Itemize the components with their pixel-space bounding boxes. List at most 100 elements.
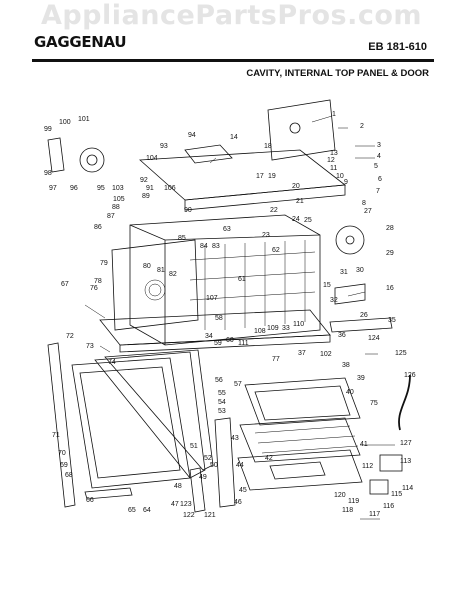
callout: 73: [86, 343, 94, 350]
callout: 127: [400, 440, 412, 447]
callout: 40: [346, 389, 354, 396]
callout: 48: [174, 483, 182, 490]
baking-tray: [237, 449, 363, 491]
side-panel: [111, 239, 199, 331]
callout: 89: [142, 193, 150, 200]
callout: 106: [164, 185, 176, 192]
callout: 116: [383, 503, 394, 510]
callout: 123: [180, 501, 192, 508]
diagram-subtitle: CAVITY, INTERNAL TOP PANEL & DOOR: [246, 68, 429, 79]
top-plate: [267, 99, 336, 161]
callout: 114: [402, 485, 413, 492]
callout: 66: [86, 497, 94, 504]
callout: 91: [146, 185, 154, 192]
callout: 52: [204, 455, 212, 462]
callout: 53: [218, 408, 226, 415]
callout: 61: [238, 276, 246, 283]
callout: 58: [215, 315, 223, 322]
callout: 30: [356, 267, 364, 274]
callout: 20: [292, 183, 300, 190]
callout: 105: [113, 196, 125, 203]
callout: 22: [270, 207, 278, 214]
callout: 39: [357, 375, 365, 382]
callout: 124: [368, 335, 380, 342]
callout: 34: [205, 333, 213, 340]
callout: 71: [52, 432, 60, 439]
callout: 63: [223, 226, 231, 233]
callout: 68: [65, 472, 73, 479]
callout: 90: [184, 207, 192, 214]
callout: 36: [338, 332, 346, 339]
top-panel: [139, 149, 347, 201]
callout: 25: [304, 217, 312, 224]
callout: 54: [218, 399, 226, 406]
callout: 35: [388, 317, 396, 324]
watermark: AppliancePartsPros.com: [40, 0, 423, 31]
callout: 86: [94, 224, 102, 231]
callout: 67: [61, 281, 69, 288]
model-number: EB 181-610: [368, 41, 427, 53]
callout: 37: [298, 350, 306, 357]
callout: 1: [332, 111, 336, 118]
callout: 17: [256, 173, 264, 180]
callout: 125: [395, 350, 407, 357]
callout: 16: [386, 285, 394, 292]
callout: 21: [296, 198, 304, 205]
callout: 5: [374, 163, 378, 170]
callout: 82: [169, 271, 177, 278]
callout: 76: [90, 285, 98, 292]
callout: 56: [215, 377, 223, 384]
callout: 126: [404, 372, 416, 379]
callout: 103: [112, 185, 124, 192]
callout: 32: [330, 297, 338, 304]
callout: 104: [146, 155, 158, 162]
callout: 102: [320, 351, 332, 358]
callout: 118: [342, 507, 353, 514]
callout: 100: [59, 119, 71, 126]
callout: 110: [293, 321, 304, 328]
callout: 15: [323, 282, 331, 289]
callout: 65: [128, 507, 136, 514]
oven-rack: [239, 417, 361, 463]
callout: 4: [377, 153, 381, 160]
callout: 11: [330, 165, 337, 172]
callout: 7: [376, 188, 380, 195]
callout: 74: [108, 359, 116, 366]
callout: 88: [112, 204, 120, 211]
callout: 50: [210, 462, 218, 469]
callout: 13: [330, 150, 338, 157]
callout: 12: [327, 157, 335, 164]
callout: 45: [239, 487, 247, 494]
callout: 69: [60, 462, 68, 469]
callout: 75: [370, 400, 378, 407]
callout: 121: [204, 512, 216, 519]
callout: 84: [200, 243, 208, 250]
callout: 117: [369, 511, 380, 518]
callout: 41: [360, 441, 368, 448]
callout: 31: [340, 269, 348, 276]
callout: 120: [334, 492, 346, 499]
callout: 18: [264, 143, 272, 150]
callout: 95: [97, 185, 105, 192]
callout: 38: [342, 362, 350, 369]
callout: 49: [199, 474, 207, 481]
callout: 9: [344, 179, 348, 186]
callout: 97: [49, 185, 57, 192]
callout: 44: [236, 462, 244, 469]
callout: 72: [66, 333, 74, 340]
callout: 77: [272, 356, 280, 363]
callout: 79: [100, 260, 108, 267]
callout: 55: [218, 390, 226, 397]
callout: 80: [143, 263, 151, 270]
oven-door: [71, 357, 191, 489]
callout: 46: [234, 499, 242, 506]
callout: 29: [386, 250, 394, 257]
brand-logo: GAGGENAU: [34, 33, 127, 51]
fan-part: [79, 147, 105, 173]
callout: 26: [360, 312, 368, 319]
callout: 96: [70, 185, 78, 192]
callout: 94: [188, 132, 196, 139]
callout: 108: [254, 328, 266, 335]
callout: 57: [234, 381, 242, 388]
